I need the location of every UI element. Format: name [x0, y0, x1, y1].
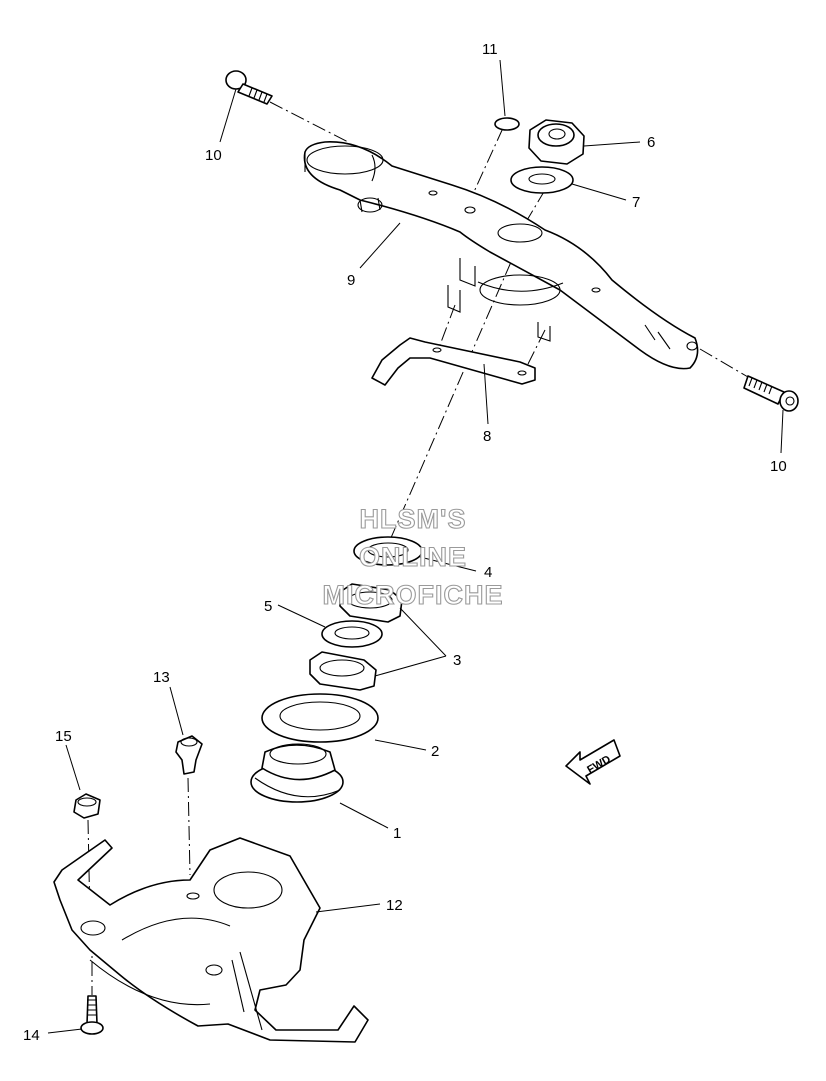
- upper-bracket: [303, 141, 699, 370]
- watermark-line-2: ONLINE: [359, 542, 467, 572]
- callout-3: 3: [453, 652, 461, 669]
- rubber-washer: [321, 620, 383, 648]
- screw: [80, 995, 104, 1035]
- ring-nut-upper: [339, 583, 403, 623]
- callout-11: 11: [482, 41, 498, 58]
- callout-10-upper: 10: [205, 147, 222, 164]
- clamp-plate: [371, 337, 536, 386]
- callout-5: 5: [264, 598, 272, 615]
- callout-numbers: 10 11 6 7 9 8 10 4 5 3 2 1 13 15 12 14: [23, 41, 787, 1044]
- callout-13: 13: [153, 669, 170, 686]
- washer: [510, 166, 574, 194]
- callout-12: 12: [386, 897, 403, 914]
- leader-lines: [47, 59, 784, 1034]
- watermark: HLSM'S ONLINE MICROFICHE: [322, 503, 504, 610]
- steering-nut: [528, 119, 585, 165]
- callout-6: 6: [647, 134, 655, 151]
- watermark-line-1: HLSM'S: [360, 504, 467, 534]
- callout-9: 9: [347, 272, 355, 289]
- bolt-right: [743, 375, 799, 412]
- forward-arrow: FWD: [565, 739, 621, 785]
- callout-10-right: 10: [770, 458, 787, 475]
- callout-8: 8: [483, 428, 491, 445]
- callout-4: 4: [484, 564, 492, 581]
- cover-panel: [53, 837, 369, 1043]
- seal-disc: [494, 117, 520, 131]
- ring-nut-lower: [309, 651, 377, 691]
- watermark-line-3: MICROFICHE: [323, 580, 504, 610]
- callout-2: 2: [431, 743, 439, 760]
- bearing: [250, 743, 344, 803]
- collar: [73, 793, 101, 819]
- callout-1: 1: [393, 825, 401, 842]
- bearing-cover: [261, 693, 379, 743]
- callout-7: 7: [632, 194, 640, 211]
- bolt-upper: [225, 70, 273, 105]
- lock-washer: [353, 536, 423, 566]
- callout-15: 15: [55, 728, 72, 745]
- grommet: [175, 735, 203, 775]
- callout-14: 14: [23, 1027, 40, 1044]
